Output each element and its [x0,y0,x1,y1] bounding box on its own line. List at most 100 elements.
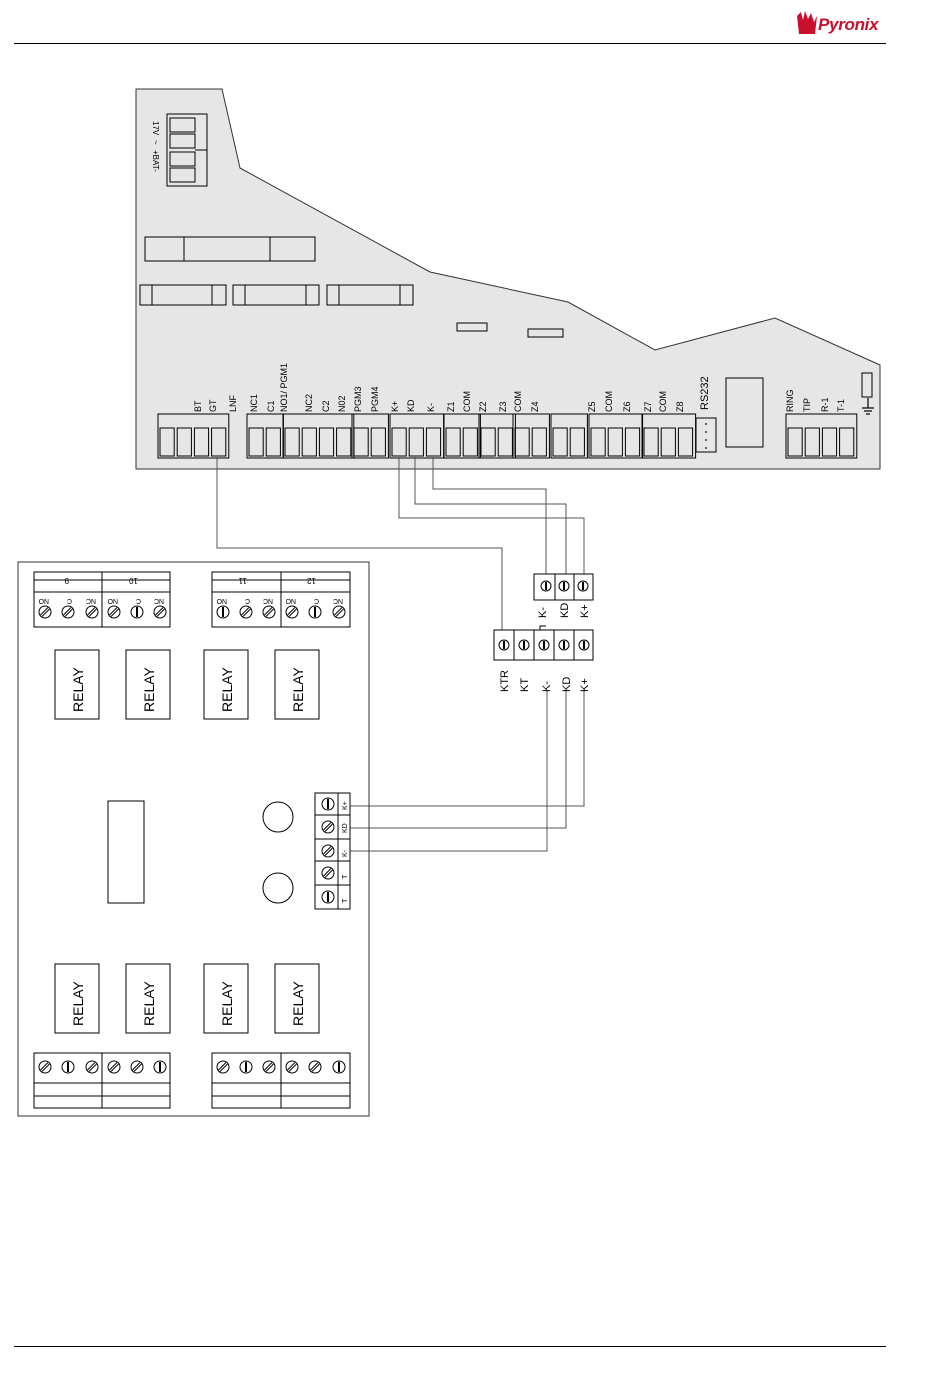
terminal-label-n02: N02 [337,395,347,412]
screw-terminal-icon [62,1061,74,1073]
relay-label: RELAY [141,980,157,1026]
terminal-label-z4: Z4 [530,401,540,412]
screw-terminal-icon [86,1061,98,1073]
side-terminal-label: K- [342,849,349,857]
junction-lower-label: K- [541,681,553,692]
screw-terminal-icon [309,606,321,618]
relay-contact-label: NO [38,597,49,604]
screw-terminal-icon [333,1061,345,1073]
terminal-label-pgm3: PGM3 [353,386,363,412]
relay-contact-label: C [67,597,72,604]
screw-terminal-icon [322,798,334,810]
power-label: 17V [151,121,160,136]
side-terminal-label: T [342,898,349,903]
relay-contact-label: C [245,597,250,604]
relay-contact-label: NO [216,597,227,604]
terminal-label-kd: KD [406,399,416,412]
screw-terminal-icon [217,606,229,618]
relay-group-number: 9 [64,576,69,585]
relay-expander-board: 9101112NOCNCNOCNCNOCNCNOCNCRELAYRELAYREL… [18,562,369,1116]
terminal-label-z1: Z1 [446,401,456,412]
relay-group-number: 10 [129,576,138,585]
terminal-label-z2: Z2 [478,401,488,412]
junction-lower-label: KD [561,677,573,692]
screw-terminal-icon [108,1061,120,1073]
screw-terminal-icon [240,1061,252,1073]
terminal-label-ring: RING [785,390,795,413]
relay-contact-label: C [314,597,319,604]
terminal-label-com: COM [513,391,523,412]
terminal-label-bt: BT [193,400,203,412]
junction-upper-label: KD [559,603,571,618]
power-label: +BAT- [151,150,160,172]
screw-terminal-icon [559,581,569,591]
screw-terminal-icon [309,1061,321,1073]
junction-upper-label: K- [537,607,549,618]
terminal-label-com: COM [658,391,668,412]
side-terminal-label: KD [342,823,349,833]
panel-outline [136,89,880,469]
screw-terminal-icon [154,606,166,618]
screw-terminal-icon [263,606,275,618]
relay-label: RELAY [141,666,157,712]
board-ic [108,801,144,903]
wire-kd [415,457,566,574]
relay-contact-label: C [136,597,141,604]
relay-label: RELAY [290,980,306,1026]
relay-group-number: 12 [307,576,316,585]
screw-terminal-icon [541,581,551,591]
junction-upper-label: K+ [579,604,591,618]
control-panel: 17V~+BAT- BTGTLNFNC1C1NO1/ PGM1NC2C2N02P… [136,89,880,469]
terminal-label-rs232: RS232 [699,376,711,410]
terminal-label-k-: K+ [390,401,400,412]
screw-terminal-icon [286,1061,298,1073]
mounting-hole [263,802,293,832]
screw-terminal-icon [263,1061,275,1073]
wire-k-plus [399,457,584,574]
screw-terminal-icon [86,606,98,618]
screw-terminal-icon [499,640,509,650]
screw-terminal-icon [322,821,334,833]
terminal-label-tip: TIP [802,398,812,412]
wire-relay-kd [350,690,566,828]
relay-contact-label: NC [263,597,273,604]
terminal-label-z7: Z7 [643,401,653,412]
power-label: ~ [151,140,160,145]
terminal-label-k-: K- [426,403,436,412]
terminal-label-z5: Z5 [587,401,597,412]
terminal-label-t-1: T-1 [836,399,846,412]
side-terminal-label: T [342,874,349,879]
terminal-label-pgm4: PGM4 [370,386,380,412]
screw-terminal-icon [578,581,588,591]
relay-contact-label: NO [107,597,118,604]
relay-contact-label: NC [154,597,164,604]
terminal-label-c2: C2 [321,400,331,412]
terminal-label-z8: Z8 [675,401,685,412]
terminal-label-z6: Z6 [622,401,632,412]
relay-label: RELAY [219,980,235,1026]
mounting-hole [263,873,293,903]
wire-relay-k-plus [350,690,584,806]
screw-terminal-icon [131,1061,143,1073]
screw-terminal-icon [579,640,589,650]
screw-terminal-icon [519,640,529,650]
relay-contact-label: NC [86,597,96,604]
terminal-label-nc2: NC2 [304,394,314,412]
terminal-label-lnf: LNF [228,394,238,412]
relay-contact-label: NO [285,597,296,604]
junction-lower-label: K+ [579,678,591,692]
terminal-label-z3: Z3 [498,401,508,412]
screw-terminal-icon [108,606,120,618]
screw-terminal-icon [322,867,334,879]
screw-terminal-icon [39,1061,51,1073]
relay-group-number: 11 [238,576,247,585]
screw-terminal-icon [539,640,549,650]
terminal-label-com: COM [604,391,614,412]
screw-terminal-icon [154,1061,166,1073]
screw-terminal-icon [240,606,252,618]
terminal-label-com: COM [462,391,472,412]
relay-label: RELAY [70,980,86,1026]
terminal-label-nc1: NC1 [249,394,259,412]
junction-lower-label: KTR [499,670,511,692]
